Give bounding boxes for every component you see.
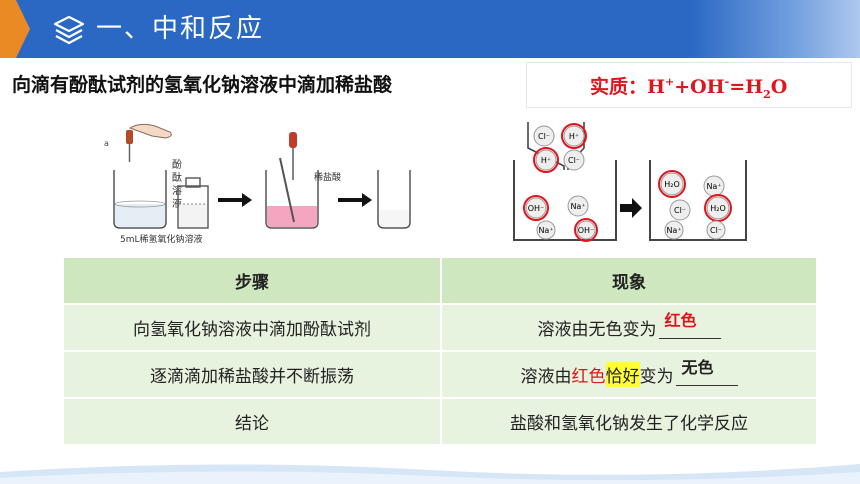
table-row: 结论 盐酸和氢氧化钠发生了化学反应 [64, 399, 816, 446]
header-accent-arrow [16, 0, 30, 58]
svg-text:Cl⁻: Cl⁻ [710, 226, 722, 235]
phenomenon-red-text: 红色 [571, 367, 606, 387]
answer-blank: 无色 [675, 358, 738, 386]
reaction-essence: 实质：H++OH-=H2O [590, 72, 787, 101]
phenomenon-highlight-text: 恰好 [605, 362, 640, 387]
table-row: 逐滴滴加稀盐酸并不断振荡 溶液由红色恰好变为 无色 [64, 352, 816, 399]
dropper-bulb [126, 130, 133, 144]
arrow-right-icon [218, 193, 252, 207]
arrow-right-icon-3 [620, 198, 642, 218]
ion-oh-charge: - [724, 75, 730, 89]
svg-text:Na⁺: Na⁺ [666, 226, 681, 235]
svg-text:Na⁺: Na⁺ [538, 226, 553, 235]
svg-text:Na⁺: Na⁺ [570, 202, 585, 211]
experiment-subtitle: 向滴有酚酞试剂的氢氧化钠溶液中滴加稀盐酸 [12, 74, 393, 96]
header-step: 步骤 [235, 273, 269, 293]
ion-h: H [647, 76, 665, 98]
left-container [513, 160, 617, 241]
svg-text:Cl⁻: Cl⁻ [538, 132, 550, 141]
dropper-label: 稀盐酸 [314, 171, 341, 183]
beaker-caption: 5mL稀氢氧化钠溶液 [120, 233, 203, 245]
header-decoration [690, 0, 860, 58]
answer-blank: 红色 [658, 311, 721, 339]
phenomenon-cell: 溶液由红色恰好变为 无色 [440, 352, 816, 397]
water-h: H [745, 76, 764, 98]
ion-h-charge: + [664, 75, 675, 89]
step-cell: 向氢氧化钠溶液中滴加酚酞试剂 [133, 320, 371, 340]
step-cell: 逐滴滴加稀盐酸并不断振荡 [150, 367, 354, 387]
reagent-bottle [177, 185, 209, 229]
svg-text:OH⁻: OH⁻ [528, 204, 545, 213]
layers-icon [53, 15, 85, 45]
hand-illustration [128, 123, 172, 139]
plus-sign: + [674, 76, 691, 98]
page-title: 一、中和反应 [96, 14, 265, 44]
beaker-1-solution [115, 204, 165, 227]
header-phenomenon: 现象 [440, 258, 816, 303]
svg-text:OH⁻: OH⁻ [578, 226, 595, 235]
svg-text:H₂O: H₂O [664, 180, 680, 189]
svg-text:Cl⁻: Cl⁻ [674, 206, 686, 215]
header-bar: 一、中和反应 [0, 0, 860, 58]
experiment-apparatus-figure: a 酚酞溶液 5mL稀氢氧化钠溶液 稀盐酸 [100, 118, 418, 246]
essence-label: 实质： [590, 76, 648, 98]
footer-wave [0, 464, 860, 484]
highlight-circle [561, 123, 587, 149]
essence-box [526, 62, 852, 108]
svg-text:H⁺: H⁺ [541, 156, 551, 165]
answer-text: 无色 [681, 357, 714, 377]
water-subscript: 2 [763, 87, 771, 101]
svg-text:H⁺: H⁺ [569, 132, 579, 141]
arrow-right-icon-2 [338, 193, 372, 207]
experiment-table: 步骤 现象 向氢氧化钠溶液中滴加酚酞试剂 溶液由无色变为 红色 逐滴滴加稀盐酸并… [64, 258, 816, 446]
table-row: 向氢氧化钠溶液中滴加酚酞试剂 溶液由无色变为 红色 [64, 305, 816, 352]
header-accent [0, 0, 16, 58]
reagent-label-1: 酚酞溶液 [172, 159, 182, 210]
beaker-2 [265, 170, 319, 229]
dropper-2-bulb [289, 132, 297, 148]
answer-text: 红色 [664, 310, 697, 330]
svg-text:Cl⁻: Cl⁻ [568, 156, 580, 165]
phenomenon-suffix: 变为 [639, 367, 674, 387]
phenomenon-text: 溶液由无色变为 [537, 320, 657, 340]
right-container [649, 160, 747, 241]
svg-text:H₂O: H₂O [710, 204, 726, 213]
stirring-rod [279, 157, 295, 223]
table-header-row: 步骤 现象 [64, 258, 816, 305]
label-a: a [104, 139, 109, 148]
beaker-3 [377, 170, 411, 229]
ion-reaction-figure: Cl⁻ H⁺ H⁺ Cl⁻ OH⁻ Na⁺ Na⁺ OH⁻ H₂O Na⁺ Cl… [508, 118, 754, 246]
equals-sign: = [729, 76, 746, 98]
beaker-1 [113, 170, 167, 229]
conclusion-cell: 盐酸和氢氧化钠发生了化学反应 [440, 399, 816, 444]
step-cell: 结论 [235, 414, 269, 434]
ion-oh: OH [690, 76, 725, 98]
phenomenon-text: 溶液由 [520, 367, 572, 387]
phenomenon-cell: 溶液由无色变为 红色 [440, 305, 816, 350]
water-o: O [770, 76, 788, 98]
svg-text:Na⁺: Na⁺ [706, 182, 721, 191]
